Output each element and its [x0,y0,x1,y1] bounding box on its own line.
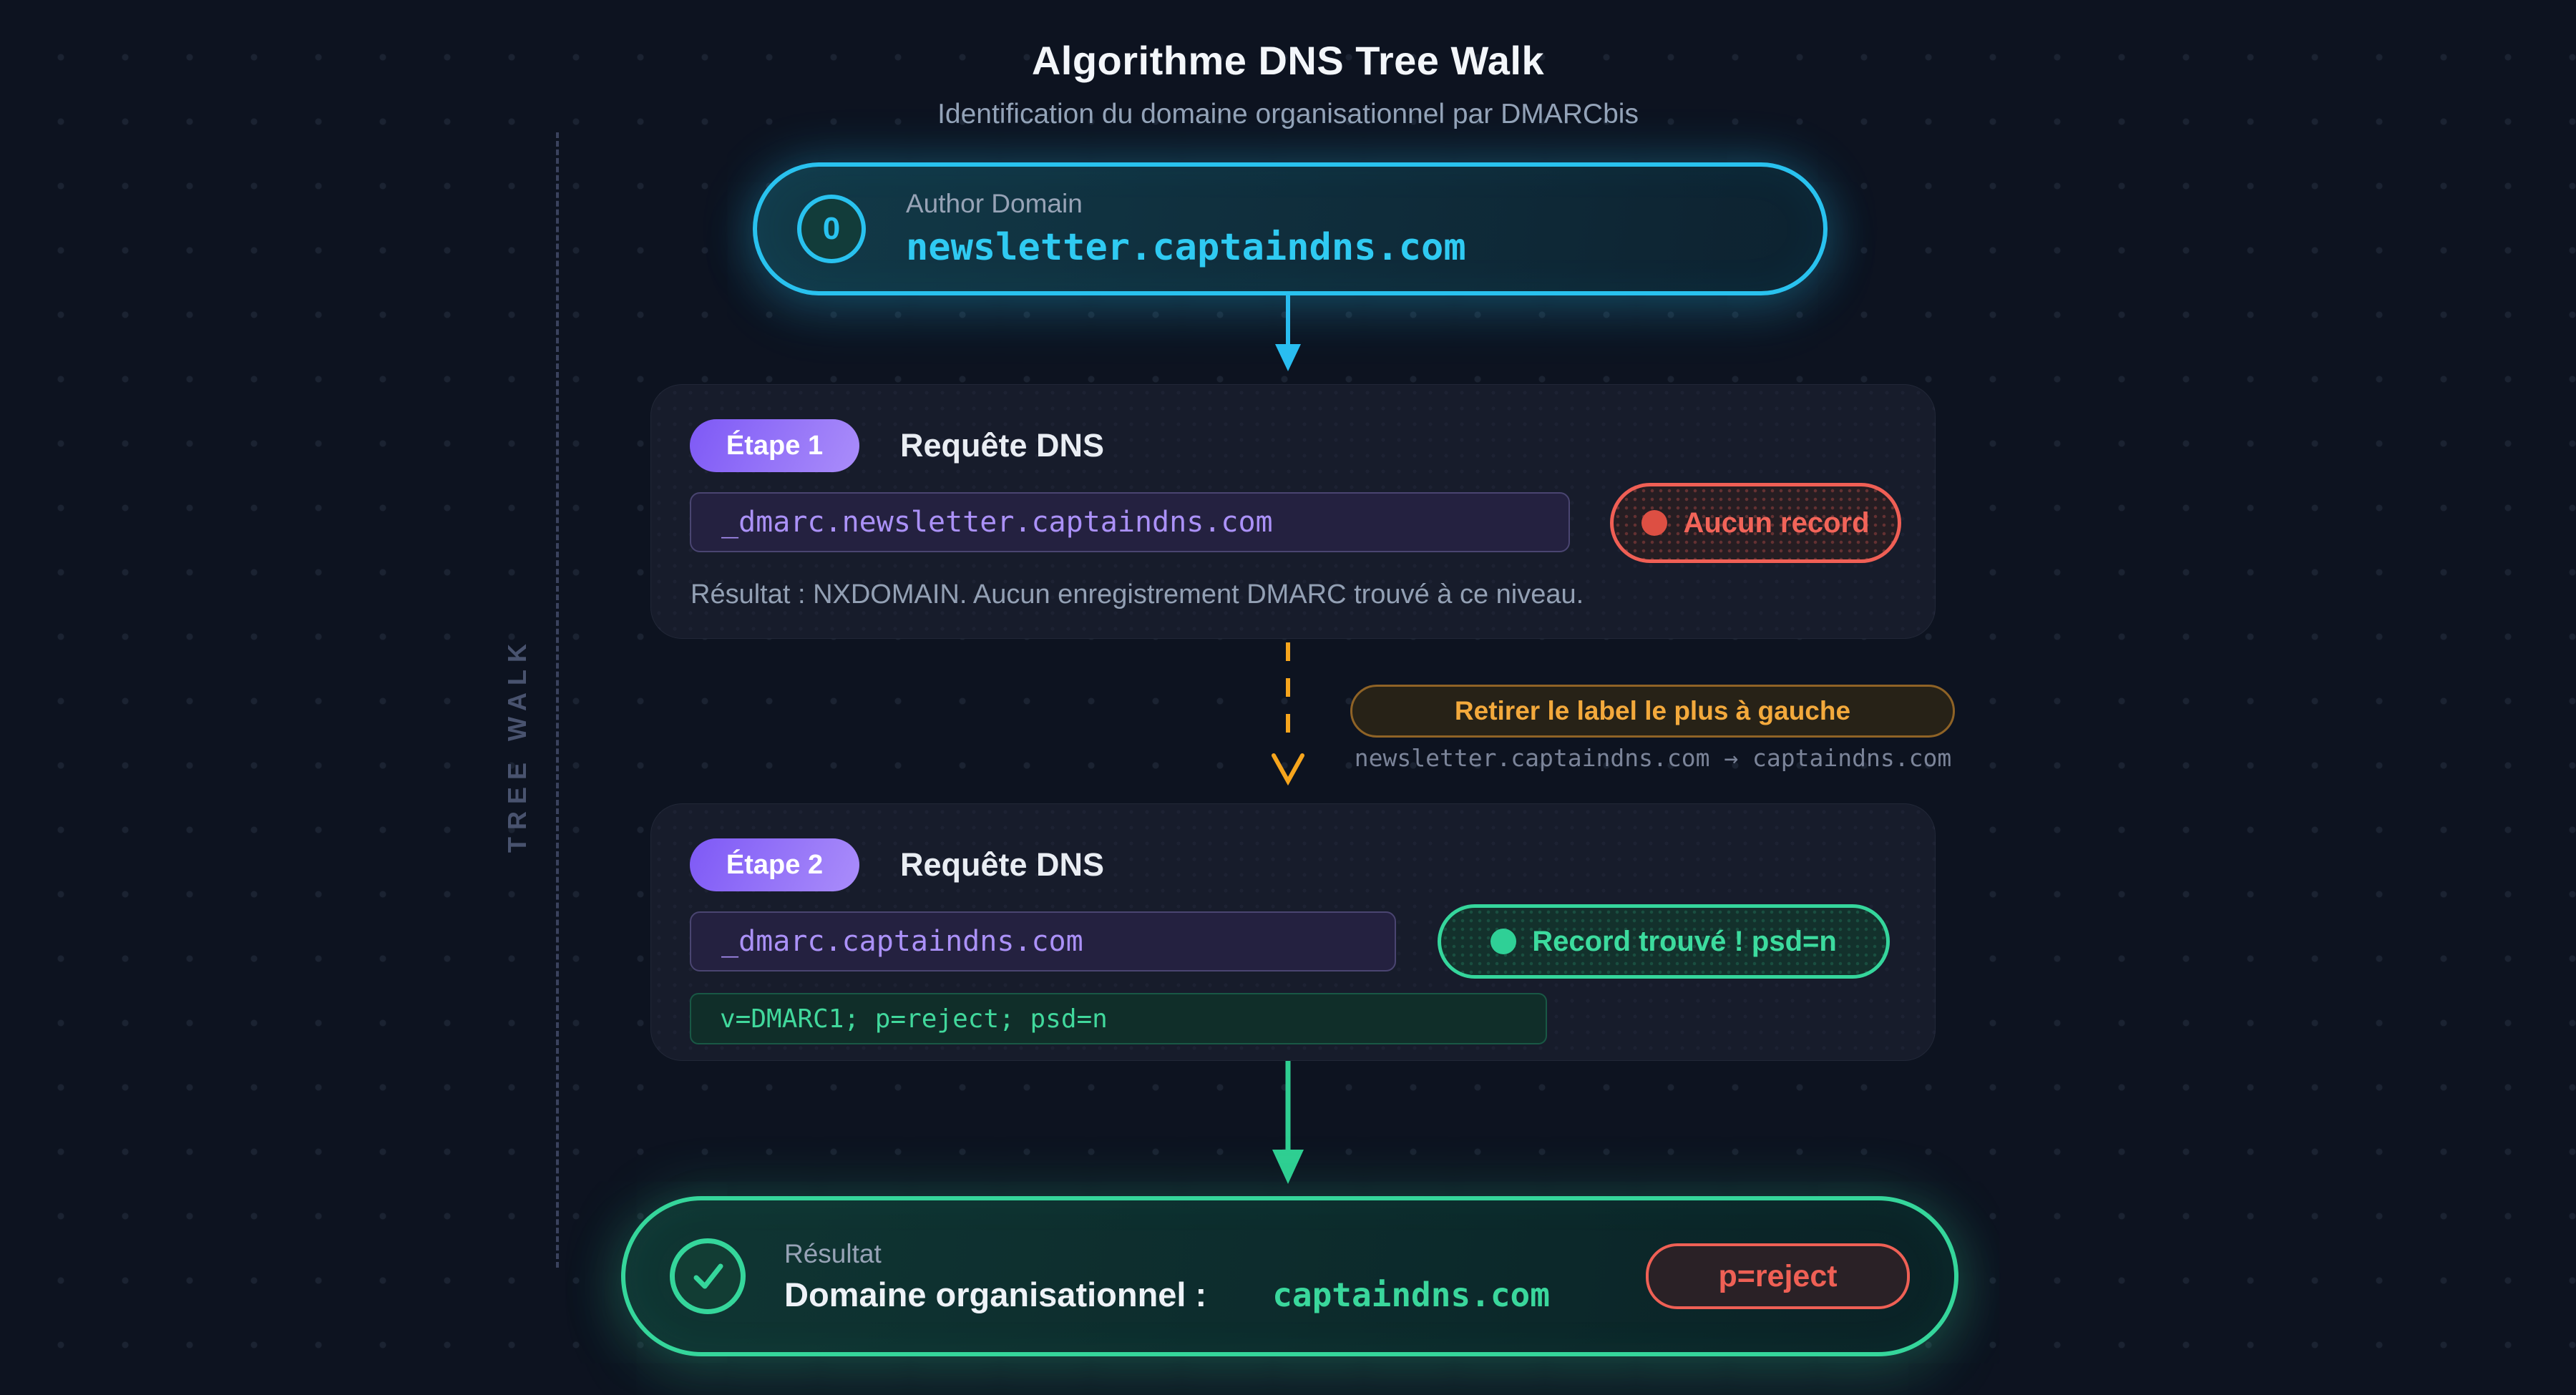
organizational-domain-value: captaindns.com [1272,1275,1550,1314]
result-text: Résultat Domaine organisationnel : capta… [784,1239,1550,1314]
transition-mapping: newsletter.captaindns.com → captaindns.c… [1354,744,1952,772]
step-1-card: Étape 1 Requête DNS _dmarc.newsletter.ca… [650,384,1936,639]
status-dot-icon [1491,929,1517,954]
result-label: Résultat [784,1238,882,1268]
transition-note-pill: Retirer le label le plus à gauche [1350,685,1955,738]
page-title: Algorithme DNS Tree Walk [1031,38,1545,83]
dashed-arrow-down-icon [1272,642,1304,786]
check-icon [670,1238,746,1314]
step-zero-badge: 0 [797,195,866,263]
author-domain-value: newsletter.captaindns.com [906,226,1466,269]
page-subtitle: Identification du domaine organisationne… [937,99,1639,129]
tree-walk-label: TREE WALK [502,637,532,853]
author-domain-label: Author Domain [906,189,1083,218]
step-1-title: Requête DNS [900,427,1105,464]
author-domain-card: 0 Author Domain newsletter.captaindns.co… [753,162,1828,295]
result-card: Résultat Domaine organisationnel : capta… [621,1196,1958,1356]
policy-badge: p=reject [1646,1243,1910,1309]
status-pill-record-found: Record trouvé ! psd=n [1438,904,1890,979]
tree-walk-dashed-line [556,132,559,1268]
status-label: Record trouvé ! psd=n [1532,925,1837,957]
dns-query-2: _dmarc.captaindns.com [690,911,1396,971]
arrow-down-green-icon [1272,1061,1304,1184]
status-label: Aucun record [1683,506,1870,539]
arrow-down-icon [1275,294,1301,371]
author-domain-text: Author Domain newsletter.captaindns.com [906,189,1466,269]
dmarc-record-value: v=DMARC1; p=reject; psd=n [690,993,1547,1044]
status-pill-no-record: Aucun record [1610,483,1901,563]
step-2-title: Requête DNS [900,846,1105,883]
step-1-result-text: Résultat : NXDOMAIN. Aucun enregistremen… [691,579,1584,610]
step-1-badge: Étape 1 [690,419,859,472]
result-caption: Domaine organisationnel : [784,1275,1207,1313]
step-2-badge: Étape 2 [690,838,859,891]
dns-query-1: _dmarc.newsletter.captaindns.com [690,492,1570,552]
status-dot-icon [1641,510,1668,536]
step-2-card: Étape 2 Requête DNS _dmarc.captaindns.co… [650,803,1936,1061]
